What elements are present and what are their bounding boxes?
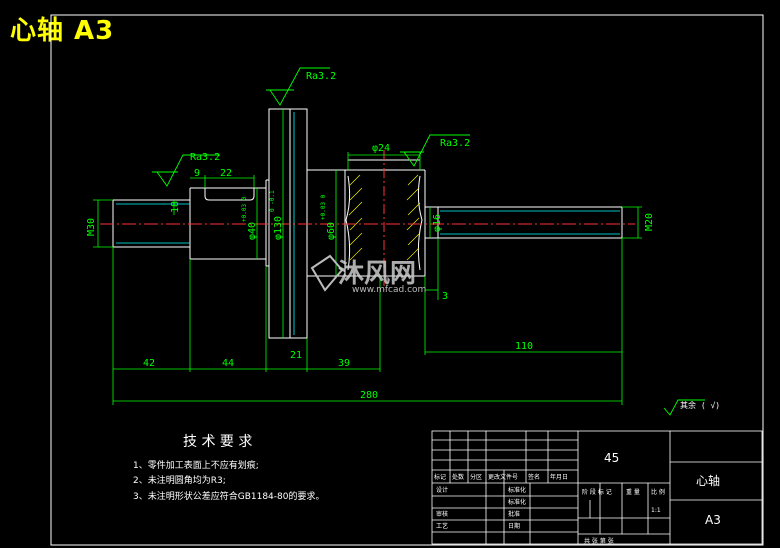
ra-top: Ra3.2: [306, 71, 336, 82]
hatch: [348, 174, 421, 261]
mid-label-top: 标准化: [508, 486, 526, 494]
left-label-1: 审核: [436, 510, 448, 518]
dim-3: 3: [442, 291, 448, 302]
col-header-2: 分区: [470, 473, 482, 481]
sheet-count: 共 张 第 张: [584, 537, 614, 545]
left-label-0: 设计: [436, 486, 448, 494]
requirement-3: 3、未注明形状公差应符合GB1184-80的要求。: [133, 490, 324, 502]
dim-phi130: φ130: [273, 216, 284, 240]
dim-phi40-tol: +0.03 0: [241, 196, 248, 222]
dim-m20: M20: [644, 213, 655, 231]
watermark-brand: 沐风网: [338, 259, 416, 289]
col-header-5: 年月日: [550, 473, 568, 481]
requirement-1: 1、零件加工表面上不应有划痕;: [133, 459, 259, 471]
dim-39: 39: [338, 358, 350, 369]
ra-right: Ra3.2: [440, 138, 470, 149]
requirement-2: 2、未注明圆角均为R3;: [133, 474, 226, 486]
drawing-frame: [50, 14, 764, 546]
watermark-logo-icon: [310, 254, 344, 292]
dim-phi16: φ16: [432, 214, 443, 232]
dim-phi60-tol: +0.03 0: [320, 194, 327, 220]
title-block: [431, 430, 763, 545]
dim-phi24: φ24: [372, 143, 390, 154]
col-header-4: 签名: [528, 473, 540, 481]
dim-phi60: φ60: [326, 222, 337, 240]
dimension-lines: [93, 109, 642, 405]
dim-110: 110: [515, 341, 533, 352]
dim-9: 9: [194, 168, 200, 179]
mid-label-0: 标准化: [508, 498, 526, 506]
requirements-heading: 技 术 要 求: [183, 434, 252, 450]
left-label-2: 工艺: [436, 522, 448, 530]
dim-18: 18: [170, 201, 181, 213]
stage-header-0: 阶 段 标 记: [582, 488, 612, 496]
col-header-3: 更改文件号: [488, 473, 518, 481]
scale-value: 1:1: [651, 507, 661, 514]
mid-label-1: 批准: [508, 510, 520, 518]
dim-280: 280: [360, 390, 378, 401]
watermark: 沐风网 www.mfcad.com: [310, 254, 426, 295]
dim-m30: M30: [86, 218, 97, 236]
dim-phi40: φ40: [247, 222, 258, 240]
col-header-1: 处数: [452, 473, 464, 481]
material-value: 45: [604, 451, 619, 465]
dim-42: 42: [143, 358, 155, 369]
dim-phi130-tol: 0 -0.1: [269, 190, 276, 212]
keyway: [204, 188, 255, 201]
dim-21: 21: [290, 350, 302, 361]
sheet-size: A3: [705, 513, 721, 527]
drawing-title: 心轴 A3: [10, 16, 115, 46]
stage-header-1: 重 量: [626, 488, 640, 496]
watermark-url: www.mfcad.com: [352, 285, 426, 295]
mid-label-2: 日期: [508, 522, 520, 530]
thread-lines: [116, 112, 620, 335]
roughness-symbols: [152, 67, 705, 416]
other-roughness: 其余 ( √): [680, 400, 720, 410]
ra-left: Ra3.2: [190, 152, 220, 163]
col-header-0: 标记: [434, 473, 446, 481]
dim-22: 22: [220, 168, 232, 179]
stage-header-2: 比 例: [651, 488, 665, 496]
part-name: 心轴: [696, 473, 720, 488]
dim-44: 44: [222, 358, 234, 369]
